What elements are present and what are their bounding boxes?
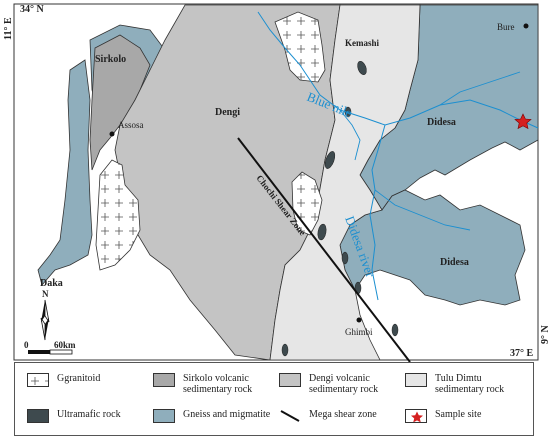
didesa-river-line	[369, 124, 386, 301]
legend-label-sample: Sample site	[435, 409, 482, 420]
legend-label-gneiss: Gneiss and migmatite	[183, 409, 271, 420]
gneiss-swatch	[153, 409, 175, 423]
north-label: N	[42, 289, 49, 299]
legend-granitoid: Ggranitoid	[27, 373, 149, 387]
sample-star-icon	[405, 409, 427, 423]
bure-dot	[523, 23, 529, 29]
legend-shear: Mega shear zone	[279, 409, 401, 423]
legend-label-ultramafic: Ultramafic rock	[57, 409, 121, 420]
blue-nile-tributary	[439, 71, 521, 106]
river-branch-west	[339, 109, 361, 161]
legend-label-shear: Mega shear zone	[309, 409, 377, 420]
granitoid-swatch	[27, 373, 49, 387]
unit-label-dengi: Dengi	[215, 107, 240, 118]
place-label-bure: Bure	[497, 22, 515, 32]
north-arrow-icon	[40, 299, 50, 341]
scale-bar	[28, 349, 73, 355]
legend-ultramafic: Ultramafic rock	[27, 409, 149, 423]
legend-label-tulu: Tulu Dimtu sedimentary rock	[435, 373, 505, 395]
place-label-assosa: Assosa	[118, 120, 144, 130]
unit-label-daka: Daka	[40, 278, 63, 289]
unit-label-didesa-south: Didesa	[440, 257, 469, 268]
unit-label-sirkolo: Sirkolo	[95, 54, 126, 65]
ultramafic-swatch	[27, 409, 49, 423]
tulu-swatch	[405, 373, 427, 387]
legend-label-sirkolo: Sirkolo volcanic sedimentary rock	[183, 373, 253, 395]
lat-label-top: 34° N	[20, 4, 44, 15]
legend-tulu: Tulu Dimtu sedimentary rock	[405, 373, 527, 395]
unit-label-didesa-north: Didesa	[427, 117, 456, 128]
legend-gneiss: Gneiss and migmatite	[153, 409, 275, 423]
granitoid-west	[95, 159, 141, 271]
legend-label-granitoid: Ggranitoid	[57, 373, 101, 384]
blue-nile-river	[257, 11, 539, 129]
legend-sirkolo: Sirkolo volcanic sedimentary rock	[153, 373, 275, 395]
lat-label-bottom: 9° N	[540, 325, 550, 344]
sirkolo-swatch	[153, 373, 175, 387]
lon-label-top: 11° E	[3, 17, 14, 40]
granitoid-north	[274, 11, 326, 83]
scale-start-label: 0	[24, 340, 29, 350]
unit-label-kemashi: Kemashi	[345, 38, 380, 48]
shear-line-swatch	[280, 410, 300, 422]
assosa-dot	[109, 131, 115, 137]
place-label-ghimbi: Ghimbi	[345, 327, 373, 337]
river-branch-east	[374, 189, 471, 231]
legend-sample: Sample site	[405, 409, 527, 423]
ghimbi-dot	[356, 317, 362, 323]
ultramafic-bodies	[281, 61, 399, 357]
chochi-shear-zone-line	[237, 137, 411, 363]
map-legend: Ggranitoid Sirkolo volcanic sedimentary …	[14, 362, 534, 436]
scale-end-label: 60km	[54, 340, 76, 350]
gneiss-west-region	[37, 59, 93, 286]
legend-dengi: Dengi volcanic sedimentary rock	[279, 373, 401, 395]
sample-site-star	[514, 113, 532, 130]
lon-label-bottom: 37° E	[510, 348, 533, 359]
legend-label-dengi: Dengi volcanic sedimentary rock	[309, 373, 379, 395]
dengi-swatch	[279, 373, 301, 387]
